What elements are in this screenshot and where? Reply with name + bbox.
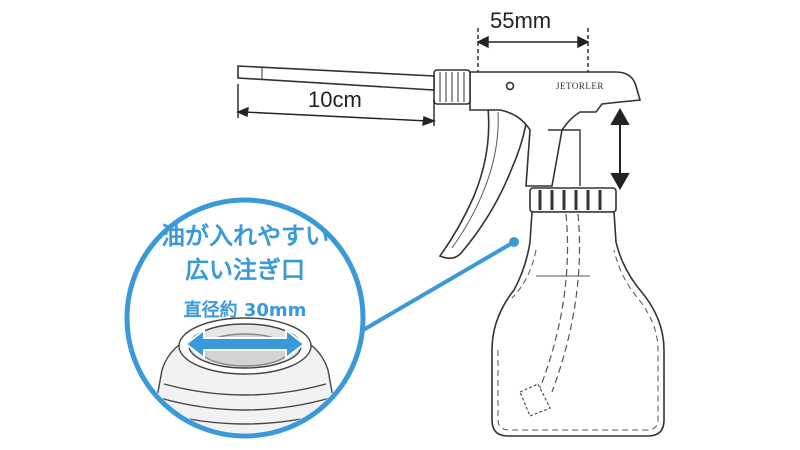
diameter-arrow (185, 329, 305, 359)
callout-diameter-label: 直径約 30mm (184, 299, 307, 321)
callout-pointer (344, 240, 516, 342)
bottle-inner-outline (497, 249, 659, 431)
cap-ridges (538, 190, 602, 210)
long-nozzle (237, 65, 435, 91)
brand-mark: JETORLER (556, 81, 604, 91)
nozzle-length-label: 10cm (308, 87, 362, 112)
dip-tube (539, 213, 569, 389)
callout-dot (509, 237, 519, 247)
collar-ridges (439, 72, 465, 102)
callout-line2: 広い注ぎ口 (185, 256, 305, 284)
tube-filter (519, 383, 551, 417)
nozzle-length-dimension (236, 84, 436, 127)
bottle-cap (529, 187, 617, 213)
trigger-width-dimension (476, 28, 590, 72)
trigger (438, 107, 529, 260)
trigger-travel-arrow (610, 107, 630, 191)
head-body (469, 71, 642, 187)
callout: 油が入れやすい 広い注ぎ口 直径約 30mm (124, 197, 519, 439)
bottle-body (491, 211, 665, 437)
head-pin (505, 81, 515, 91)
sprayer-head (237, 65, 642, 260)
callout-line1: 油が入れやすい (161, 222, 329, 250)
mouth-illustration (149, 317, 341, 433)
bottle (491, 187, 665, 437)
trigger-width-label: 55mm (490, 8, 551, 33)
